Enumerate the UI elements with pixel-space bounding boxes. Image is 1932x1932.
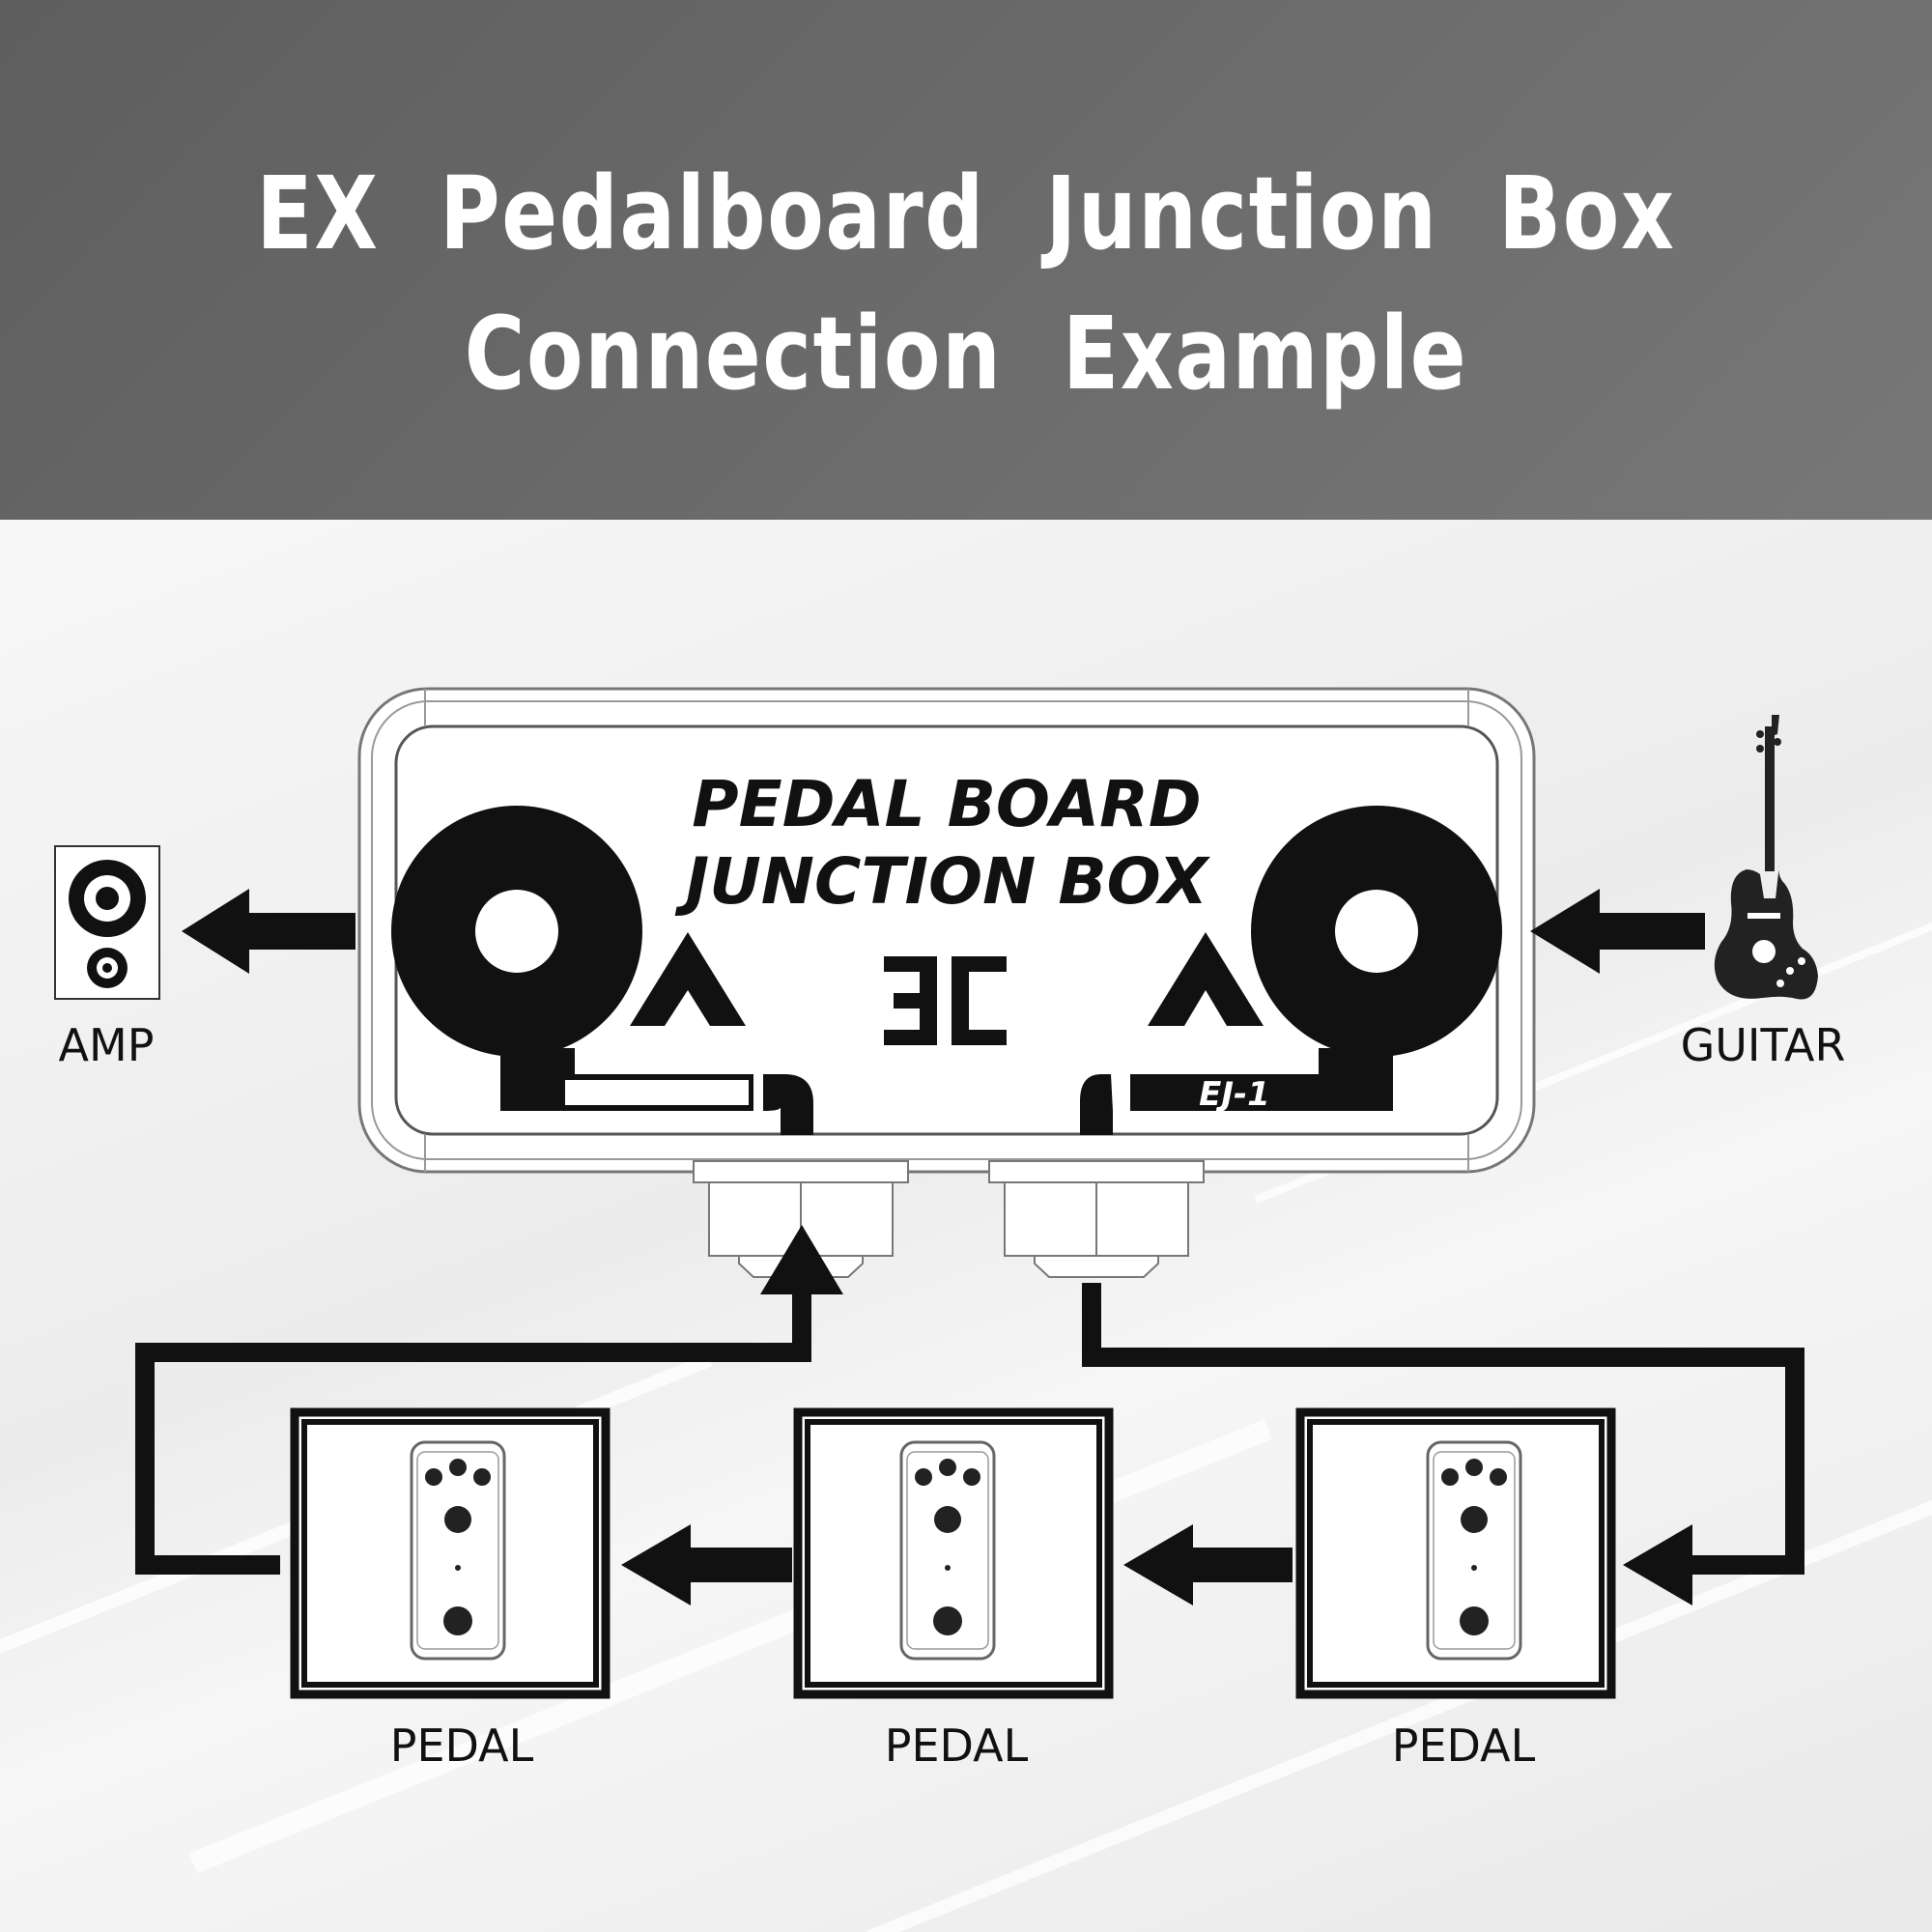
jack-connector-right [988,1160,1205,1278]
pedal-box-2 [793,1407,1114,1699]
brand-logo-icon [884,956,1007,1045]
pedal-icon [410,1440,506,1661]
pedal-icon [899,1440,996,1661]
pedal-box-1 [290,1407,611,1699]
amp-speaker-icon [54,845,160,1000]
arrow-from-guitar [1530,889,1705,974]
model-label: EJ-1 [1199,1075,1270,1114]
title-line-2: Connection Example [464,295,1468,412]
arrow-to-amp [182,889,355,974]
arrow-pedal-2-to-1 [621,1524,792,1605]
guitar-label: GUITAR [1680,1019,1846,1071]
pedal-label-2: PEDAL [884,1719,1029,1772]
output-jack-graphic [391,806,813,1135]
amp-label: AMP [58,1019,155,1071]
return-cable [135,1225,843,1575]
title-banner: EX Pedalboard Junction Box Connection Ex… [0,0,1932,520]
junction-box: PEDAL BOARD JUNCTION BOX EJ-1 [54,687,1818,1699]
arrow-pedal-3-to-2 [1123,1524,1293,1605]
box-label-line-1: PEDAL BOARD [692,767,1201,841]
pedal-icon [1426,1440,1522,1661]
box-label-line-2: JUNCTION BOX [675,844,1211,919]
guitar-icon [1714,715,1818,1000]
input-jack-graphic [1080,806,1502,1135]
pedal-label-3: PEDAL [1391,1719,1536,1772]
pedal-label-1: PEDAL [389,1719,534,1772]
pedal-box-3 [1295,1407,1616,1699]
title-line-1: EX Pedalboard Junction Box [256,155,1676,272]
send-cable [1082,1283,1804,1605]
